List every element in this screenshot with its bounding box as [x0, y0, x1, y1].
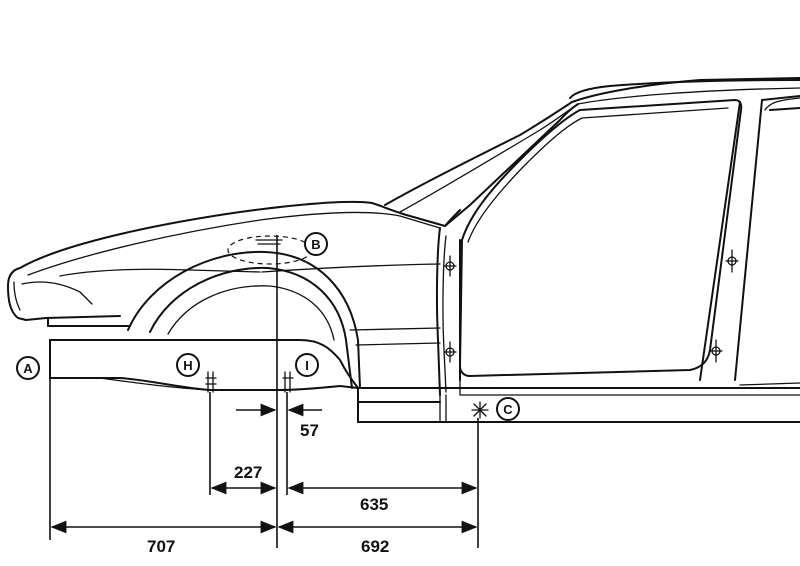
dimension-lines — [49, 235, 479, 548]
marker-i-label: I — [305, 358, 309, 373]
dim-635-label: 635 — [360, 495, 388, 514]
locator-symbols — [443, 249, 739, 363]
marker-i: I — [295, 353, 319, 377]
marker-a-label: A — [23, 361, 33, 376]
marker-b-label: B — [311, 237, 320, 252]
dim-707-label: 707 — [147, 537, 175, 556]
marker-c: C — [496, 397, 520, 421]
marker-h-label: H — [183, 358, 192, 373]
marker-h: H — [176, 353, 200, 377]
dim-692-label: 692 — [361, 537, 389, 556]
marker-b: B — [304, 232, 328, 256]
dim-227-label: 227 — [234, 463, 262, 482]
marker-c-label: C — [503, 402, 513, 417]
dim-57-label: 57 — [300, 421, 319, 440]
car-body-outline — [7, 77, 800, 423]
marker-a: A — [16, 356, 40, 380]
